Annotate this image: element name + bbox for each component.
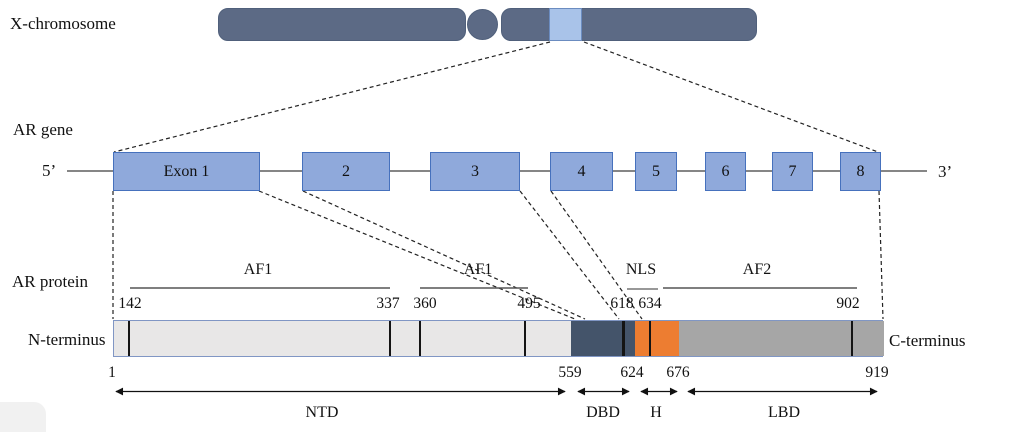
gene-row-label: AR gene	[13, 120, 73, 139]
region-label-af2: AF2	[742, 261, 772, 278]
chromosome-centromere	[467, 9, 498, 40]
n-terminus-label: N-terminus	[28, 330, 106, 349]
exon-box-2: 2	[302, 152, 390, 191]
residue-1: 1	[108, 364, 116, 381]
residue-559: 559	[558, 364, 582, 381]
residue-919: 919	[865, 364, 889, 381]
region-label-af1-a: AF1	[243, 261, 273, 278]
divider-902	[851, 321, 853, 356]
residue-676: 676	[666, 364, 690, 381]
divider-618	[622, 321, 625, 356]
divider-142	[128, 321, 130, 356]
divider-337	[389, 321, 391, 356]
five-prime-label: 5’	[42, 161, 57, 180]
region-label-nls: NLS	[625, 261, 657, 278]
exon-box-5: 5	[635, 152, 677, 191]
region-label-af1-b: AF1	[463, 261, 493, 278]
residue-624: 624	[620, 364, 644, 381]
exon-box-3: 3	[430, 152, 520, 191]
chromosome-ar-locus-band	[549, 8, 582, 41]
functional-region-overlines	[130, 287, 857, 290]
protein-row-label: AR protein	[12, 272, 89, 291]
exon-box-6: 6	[705, 152, 746, 191]
residue-495: 495	[517, 295, 541, 312]
domain-label-ntd: NTD	[305, 404, 339, 421]
exon-box-4: 4	[550, 152, 613, 191]
residue-618: 618	[610, 295, 634, 312]
protein-domain-bar	[113, 320, 884, 357]
exon-box-8: 8	[840, 152, 881, 191]
residue-634: 634	[638, 295, 662, 312]
divider-634	[649, 321, 651, 356]
chromosome-right-arm	[501, 8, 757, 41]
ntd-segment	[114, 321, 571, 356]
lbd-segment	[679, 321, 884, 356]
residue-902: 902	[836, 295, 860, 312]
dbd-segment	[571, 321, 635, 356]
chromosome-row-label: X-chromosome	[10, 14, 116, 33]
chromosome-left-arm	[218, 8, 466, 41]
three-prime-label: 3’	[938, 162, 953, 181]
c-terminus-label: C-terminus	[889, 331, 966, 350]
exon-box-7: 7	[772, 152, 813, 191]
hinge-segment	[635, 321, 679, 356]
domain-label-lbd: LBD	[768, 404, 800, 421]
domain-label-dbd: DBD	[586, 404, 620, 421]
residue-360: 360	[413, 295, 437, 312]
connector-dashed-lines	[112, 41, 884, 320]
exon-box-1: Exon 1	[113, 152, 260, 191]
domain-label-hinge: H	[650, 404, 662, 421]
divider-360	[419, 321, 421, 356]
divider-495	[524, 321, 526, 356]
corner-artifact	[0, 402, 46, 432]
residue-142: 142	[118, 295, 142, 312]
residue-337: 337	[376, 295, 400, 312]
